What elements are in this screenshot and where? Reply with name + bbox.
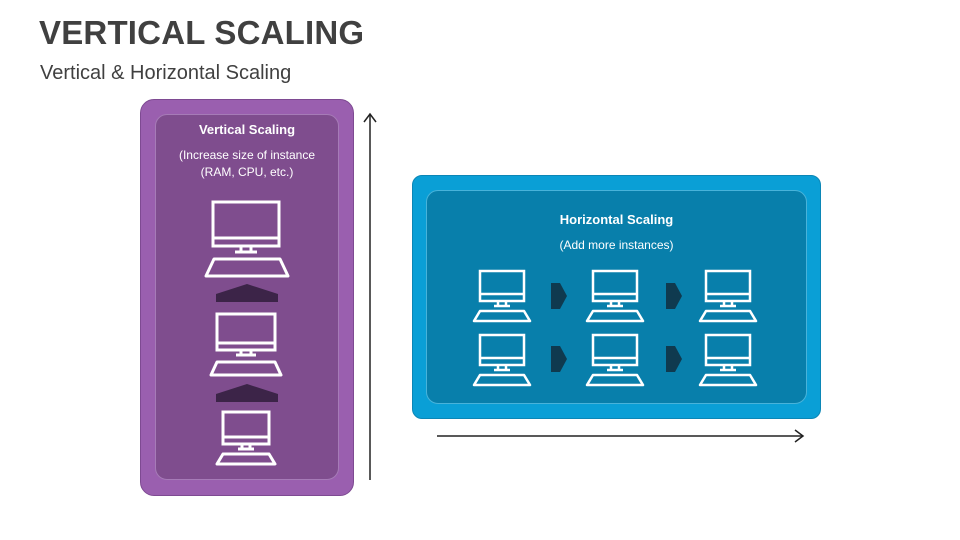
vertical-scaling-description-line2: (RAM, CPU, etc.) xyxy=(200,165,294,179)
horizontal-scaling-description: (Add more instances) xyxy=(559,238,674,252)
right-chevron-arrow-icon xyxy=(551,346,567,372)
desktop-computer-icon xyxy=(585,269,645,323)
up-arrow-icon xyxy=(216,384,278,402)
horizontal-scaling-title: Horizontal Scaling xyxy=(559,212,674,227)
vertical-scaling-title: Vertical Scaling xyxy=(198,122,296,137)
desktop-computer-icon xyxy=(204,200,290,278)
desktop-computer-icon xyxy=(698,269,758,323)
desktop-computer-icon xyxy=(472,333,532,387)
right-chevron-arrow-icon xyxy=(551,283,567,309)
desktop-computer-icon xyxy=(215,410,277,466)
desktop-computer-icon xyxy=(698,333,758,387)
slide-subtitle: Vertical & Horizontal Scaling xyxy=(40,62,292,84)
up-arrow-icon xyxy=(216,284,278,302)
horizontal-axis-arrow xyxy=(437,429,805,443)
right-chevron-arrow-icon xyxy=(666,283,682,309)
horizontal-scaling-inner-panel xyxy=(426,190,807,404)
slide-title: VERTICAL SCALING xyxy=(39,14,365,51)
desktop-computer-icon xyxy=(585,333,645,387)
vertical-axis-arrow xyxy=(363,112,377,480)
right-chevron-arrow-icon xyxy=(666,346,682,372)
desktop-computer-icon xyxy=(472,269,532,323)
vertical-scaling-description-line1: (Increase size of instance xyxy=(178,148,316,162)
desktop-computer-icon xyxy=(209,312,283,377)
